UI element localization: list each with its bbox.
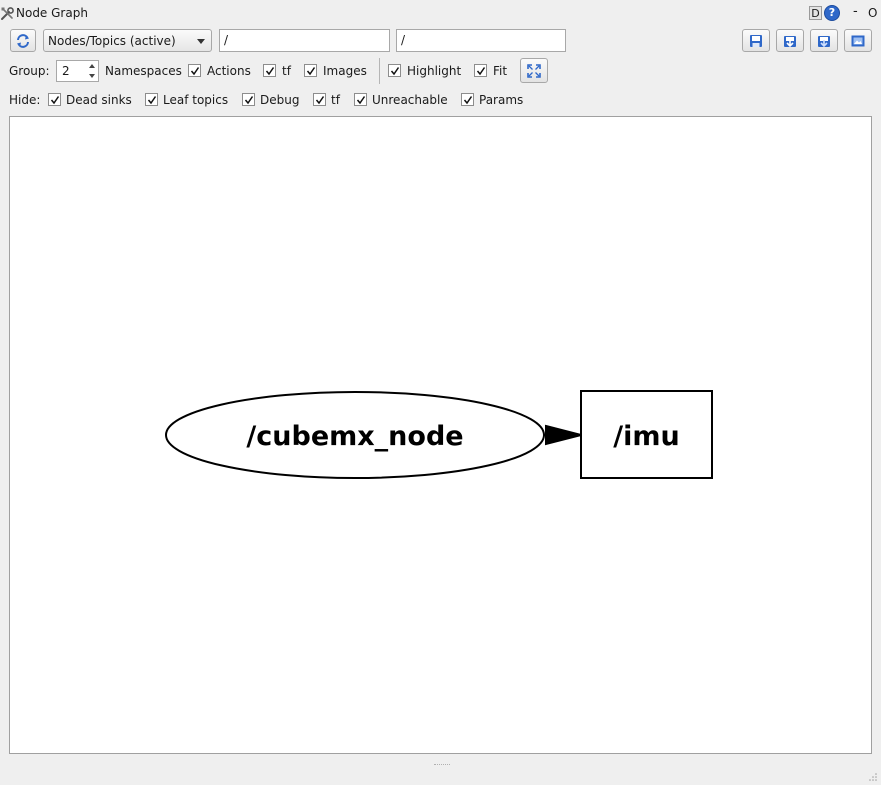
fit-checkbox[interactable] (474, 64, 487, 77)
graph-node-cubemx[interactable]: /cubemx_node (165, 391, 545, 479)
window-title: Node Graph (16, 6, 88, 20)
graph-type-combo[interactable]: Nodes/Topics (active) (43, 29, 212, 52)
hide-label: Hide: (9, 93, 41, 107)
close-button[interactable]: O (868, 6, 878, 20)
hide-tf-checkbox[interactable] (313, 93, 326, 106)
highlight-label: Highlight (407, 64, 462, 78)
check-icon (190, 67, 200, 76)
spin-down-icon[interactable] (89, 74, 95, 78)
highlight-checkbox[interactable] (388, 64, 401, 77)
check-icon (306, 67, 316, 76)
save-dot-button[interactable] (776, 29, 804, 52)
title-bar: Node Graph D ? - O (0, 0, 881, 26)
chevron-down-icon (197, 39, 205, 44)
actions-label: Actions (207, 64, 251, 78)
graph-svg: /cubemx_node /imu (165, 390, 713, 479)
node-filter-input[interactable]: / (219, 29, 390, 52)
resize-grip-icon[interactable] (866, 770, 878, 782)
graph-canvas[interactable]: /cubemx_node /imu (9, 116, 872, 754)
images-checkbox[interactable] (304, 64, 317, 77)
graph-edge-cubemx-imu[interactable] (544, 424, 582, 446)
check-icon (244, 96, 254, 105)
group-value: 2 (62, 64, 70, 78)
actions-checkbox[interactable] (188, 64, 201, 77)
splitter-handle[interactable] (434, 764, 450, 768)
fit-label: Fit (493, 64, 508, 78)
save-image-button[interactable] (844, 29, 872, 52)
load-dot-button[interactable] (742, 29, 770, 52)
debug-label: Debug (260, 93, 300, 107)
group-spinbox[interactable]: 2 (56, 60, 99, 82)
topic-filter-input[interactable]: / (396, 29, 566, 52)
leaf-topics-checkbox[interactable] (145, 93, 158, 106)
group-label: Group: (9, 64, 50, 78)
help-icon[interactable]: ? (824, 5, 840, 21)
fit-in-view-button[interactable] (520, 58, 548, 83)
save-image-icon (851, 35, 865, 46)
params-label: Params (479, 93, 524, 107)
check-icon (463, 96, 473, 105)
node-label-imu: /imu (613, 421, 679, 452)
leaf-topics-label: Leaf topics (163, 93, 229, 107)
tools-icon (1, 7, 14, 20)
refresh-graph-button[interactable] (10, 29, 36, 52)
spin-up-icon[interactable] (89, 64, 95, 68)
save-dot-icon (784, 35, 796, 47)
check-icon (50, 96, 60, 105)
node-label-cubemx: /cubemx_node (246, 421, 463, 452)
minimize-button[interactable]: - (853, 4, 858, 19)
images-label: Images (323, 64, 367, 78)
save-svg-button[interactable] (810, 29, 838, 52)
unreachable-checkbox[interactable] (354, 93, 367, 106)
dead-sinks-checkbox[interactable] (48, 93, 61, 106)
tf-checkbox[interactable] (263, 64, 276, 77)
check-icon (356, 96, 366, 105)
fit-view-icon (527, 63, 541, 78)
toolbar-separator (379, 58, 380, 84)
hide-tf-label: tf (331, 93, 340, 107)
check-icon (147, 96, 157, 105)
save-svg-icon (818, 35, 830, 47)
tf-label: tf (282, 64, 291, 78)
params-checkbox[interactable] (461, 93, 474, 106)
namespaces-label: Namespaces (105, 64, 182, 78)
d-button[interactable]: D (809, 6, 822, 20)
graph-node-imu[interactable]: /imu (580, 390, 713, 479)
dead-sinks-label: Dead sinks (66, 93, 132, 107)
check-icon (390, 67, 400, 76)
check-icon (476, 67, 486, 76)
unreachable-label: Unreachable (372, 93, 448, 107)
check-icon (315, 96, 325, 105)
graph-type-selected: Nodes/Topics (active) (48, 34, 176, 48)
refresh-icon (17, 33, 29, 48)
load-dot-icon (750, 34, 762, 47)
debug-checkbox[interactable] (242, 93, 255, 106)
check-icon (265, 67, 275, 76)
